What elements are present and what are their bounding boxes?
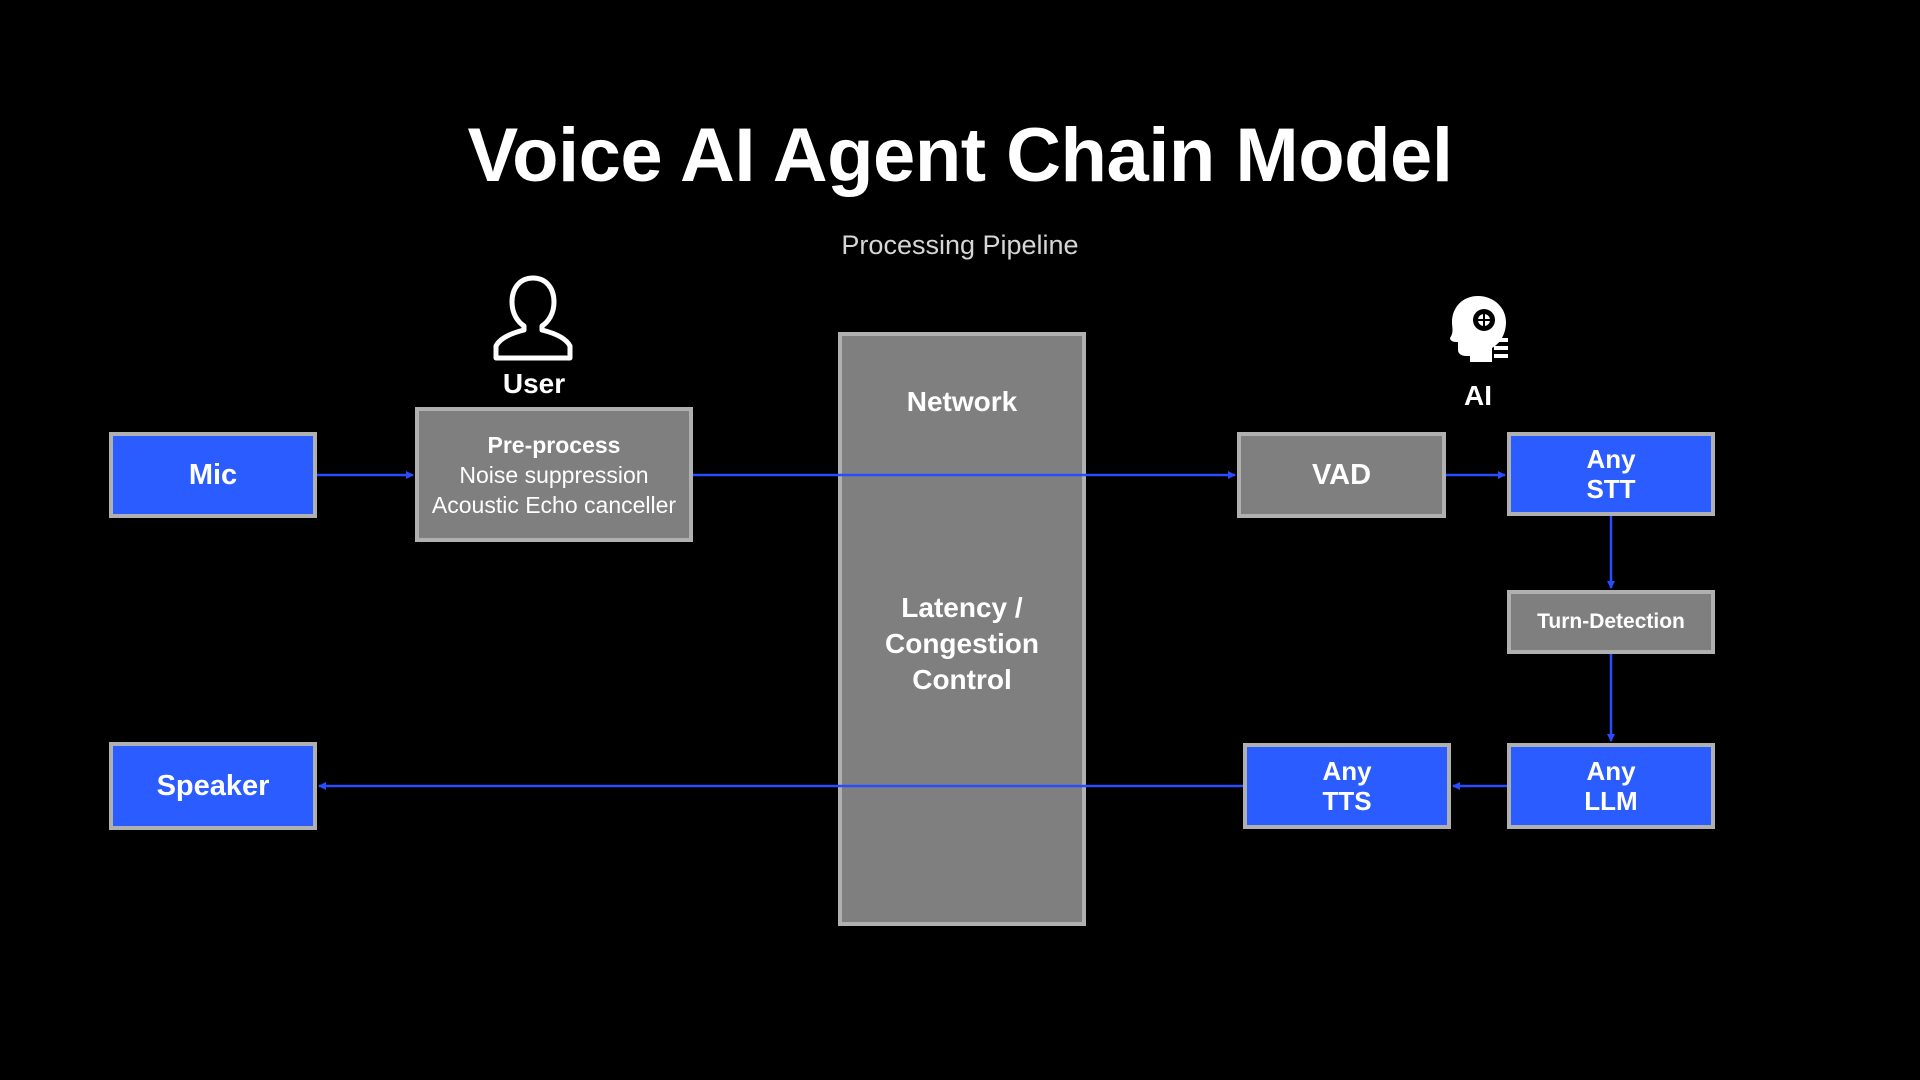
echo-canceller-label: Acoustic Echo canceller xyxy=(431,491,677,518)
stt-line-2: STT xyxy=(1586,474,1636,504)
llm-node: Any LLM xyxy=(1507,743,1715,829)
turn-detection-label: Turn-Detection xyxy=(1537,610,1685,633)
mic-node: Mic xyxy=(109,432,317,518)
tts-line-1: Any xyxy=(1322,756,1372,786)
latency-line-1: Latency / xyxy=(901,592,1023,623)
tts-node: Any TTS xyxy=(1243,743,1451,829)
tts-line-2: TTS xyxy=(1322,786,1372,816)
turn-detection-node: Turn-Detection xyxy=(1507,590,1715,654)
ai-head-icon xyxy=(1450,296,1508,362)
network-label: Network xyxy=(906,386,1018,417)
diagram-title: Voice AI Agent Chain Model xyxy=(467,113,1453,198)
diagram-subtitle: Processing Pipeline xyxy=(841,230,1079,260)
speaker-node: Speaker xyxy=(109,742,317,830)
preprocess-node: Pre-process Noise suppression Acoustic E… xyxy=(415,407,693,542)
llm-line-2: LLM xyxy=(1584,786,1638,816)
latency-line-3: Control xyxy=(912,664,1012,695)
vad-node: VAD xyxy=(1237,432,1446,518)
latency-line-2: Congestion xyxy=(885,628,1039,659)
latency-control-label: Latency / Congestion Control xyxy=(885,590,1039,698)
llm-line-1: Any xyxy=(1586,756,1636,786)
preprocess-title: Pre-process xyxy=(487,431,621,458)
noise-suppression-label: Noise suppression xyxy=(459,461,649,488)
network-block: Network Latency / Congestion Control xyxy=(838,332,1086,926)
ai-label: AI xyxy=(1464,380,1492,411)
speaker-label: Speaker xyxy=(156,769,270,802)
vad-label: VAD xyxy=(1311,458,1372,491)
stt-line-1: Any xyxy=(1586,444,1636,474)
mic-label: Mic xyxy=(188,458,238,491)
user-icon xyxy=(493,275,573,361)
user-label: User xyxy=(502,368,566,399)
stt-node: Any STT xyxy=(1507,432,1715,516)
